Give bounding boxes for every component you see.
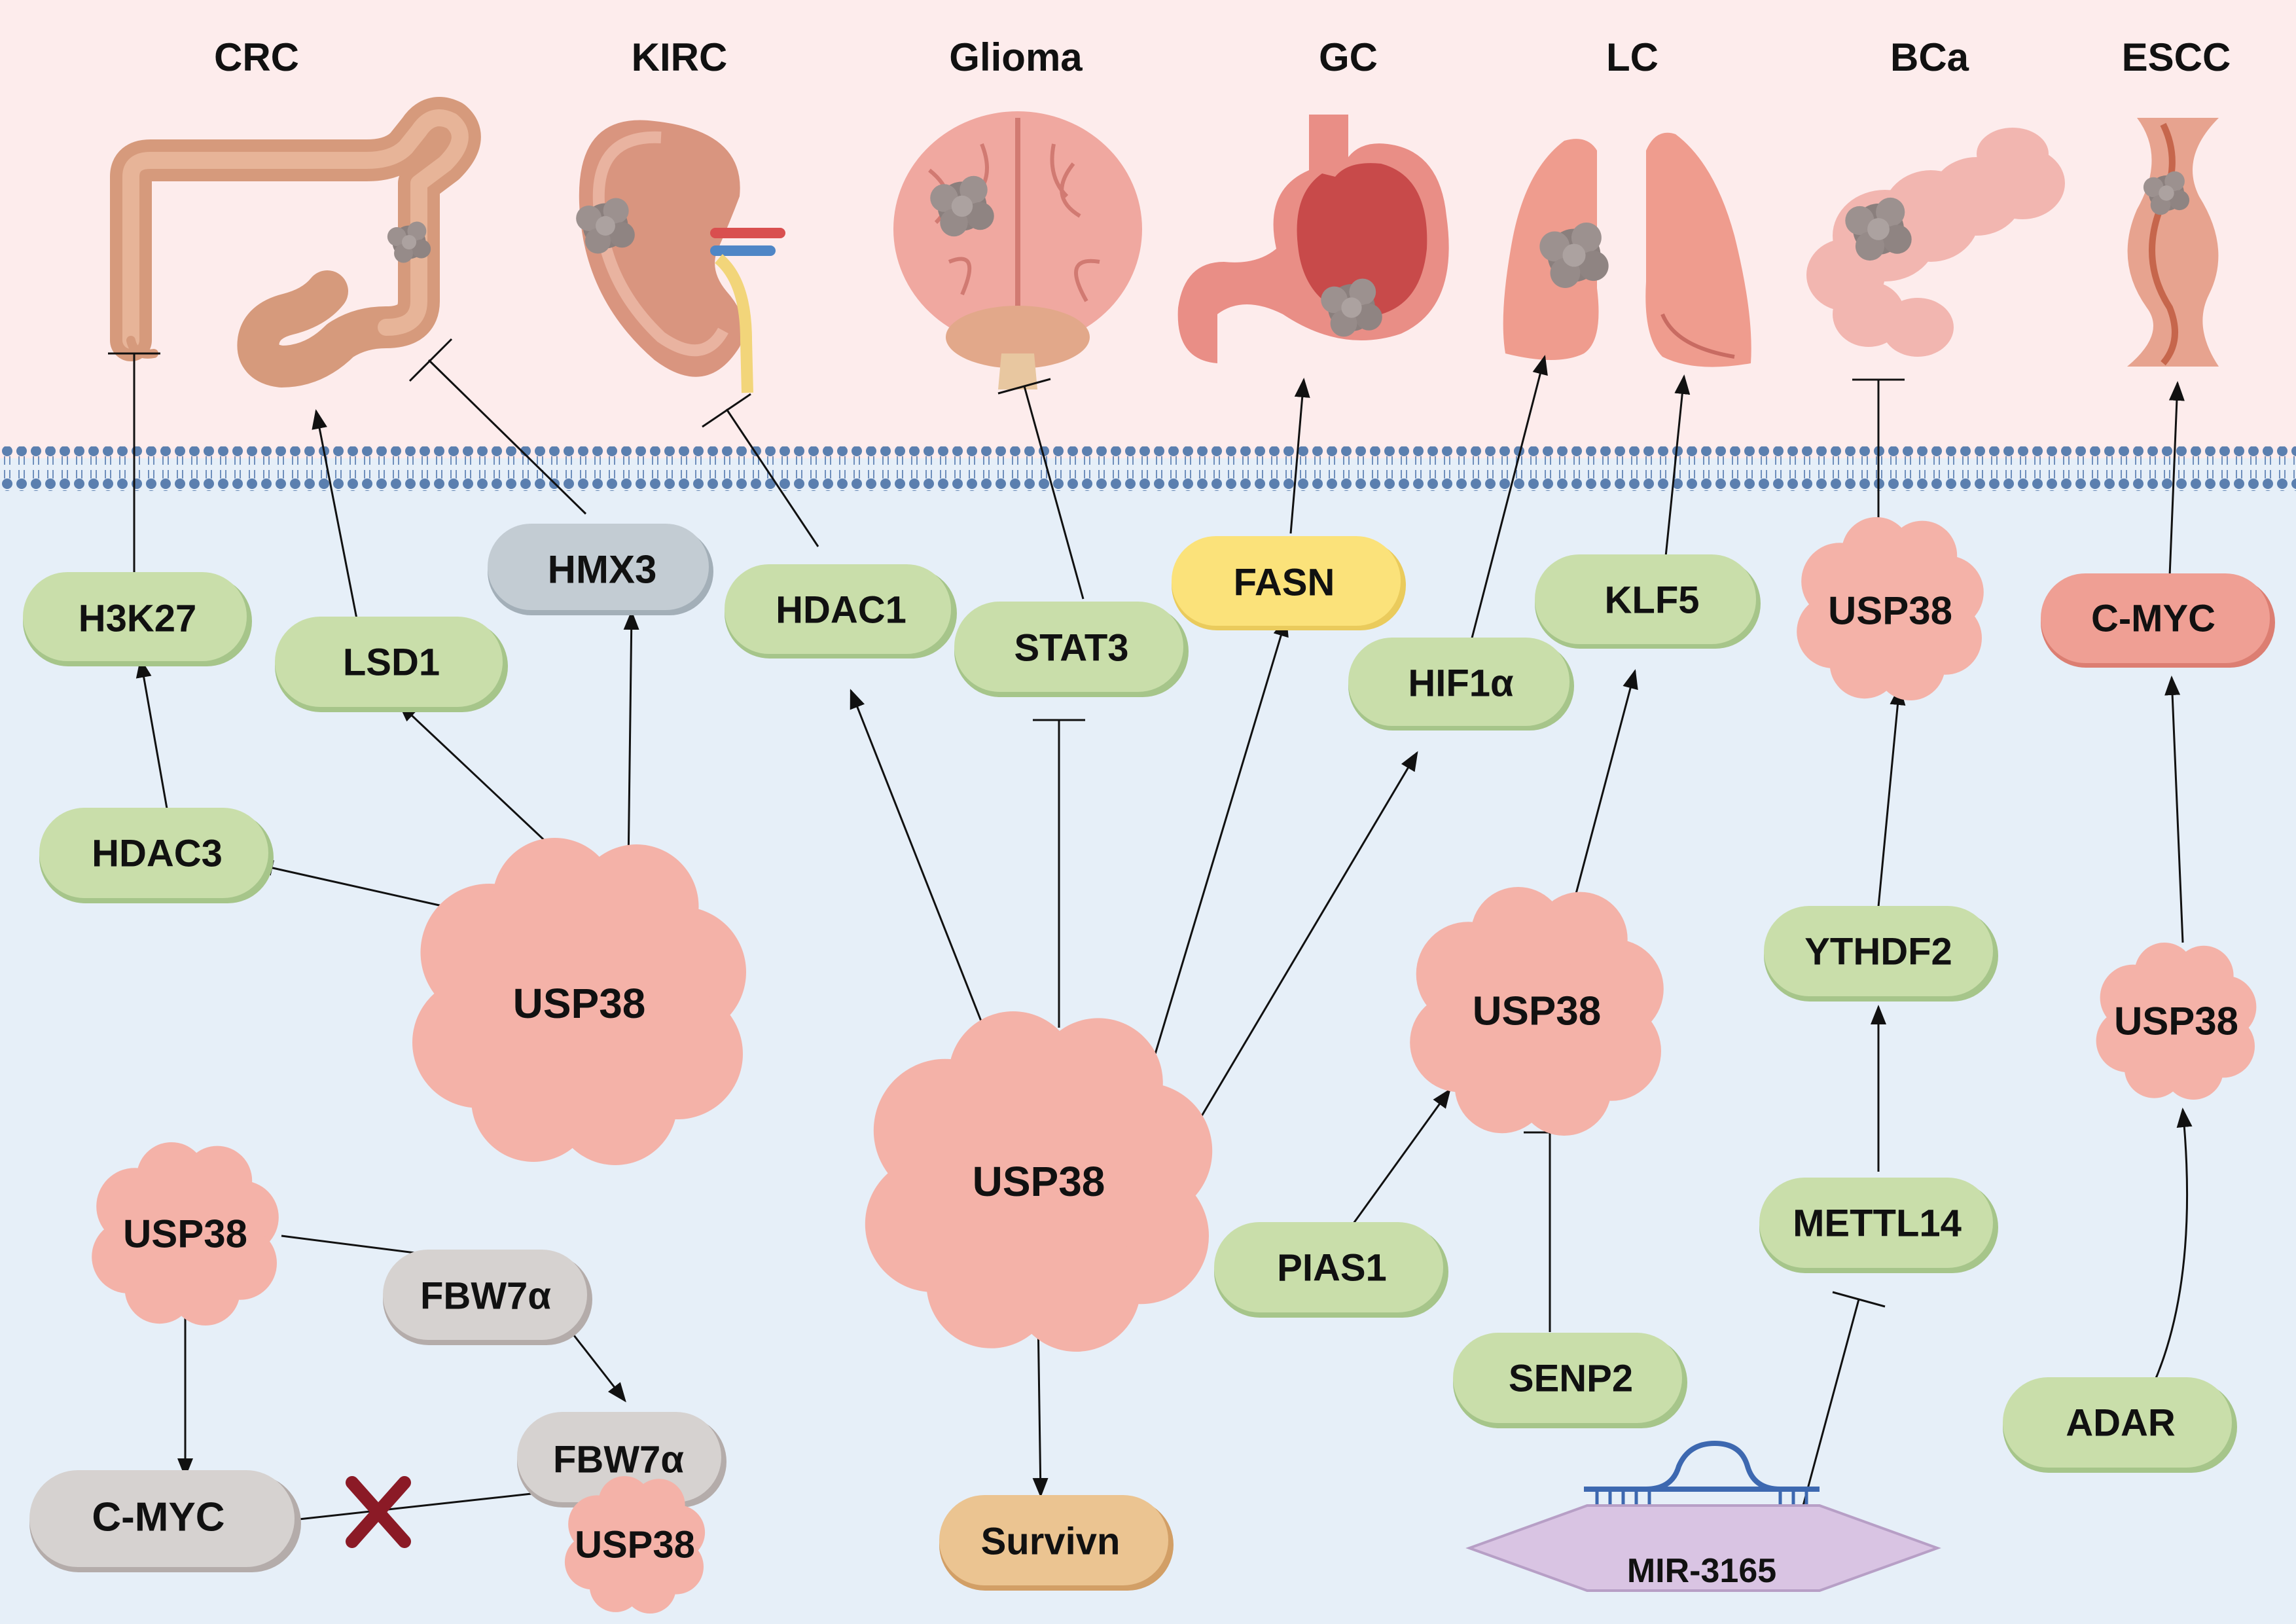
node-usp38-center[interactable]: USP38 [865, 1011, 1213, 1352]
inhibit-hdac1-kirc [725, 408, 819, 547]
node-label: ADAR [2066, 1402, 2176, 1445]
node-label: FASN [1234, 562, 1335, 604]
node-usp38-crc[interactable]: USP38 [412, 838, 746, 1165]
node-label: METTL14 [1793, 1202, 1962, 1245]
node-pias1[interactable]: PIAS1 [1214, 1222, 1448, 1318]
node-fbw7a-1[interactable]: FBW7α [383, 1250, 592, 1345]
node-label: HDAC1 [776, 589, 906, 632]
node-stat3[interactable]: STAT3 [954, 602, 1189, 697]
arrow-ythdf2-usp38 [1877, 685, 1906, 907]
node-hdac3[interactable]: HDAC3 [39, 808, 274, 903]
stomach-illustration [1177, 115, 1449, 363]
node-label: USP38 [1828, 589, 1952, 633]
node-cmyc-escc[interactable]: C-MYC [2041, 573, 2275, 668]
inhibit-stat3-glioma [1023, 386, 1085, 600]
node-lsd1[interactable]: LSD1 [275, 617, 508, 712]
node-ythdf2[interactable]: YTHDF2 [1764, 906, 1998, 1001]
node-cmyc-bottom[interactable]: C-MYC [29, 1470, 301, 1572]
bca-tissue-illustration [1806, 128, 2065, 357]
node-fasn[interactable]: FASN [1172, 536, 1406, 630]
node-label: USP38 [123, 1212, 247, 1256]
tbar-hdac1 [702, 393, 751, 428]
node-label: FBW7α [553, 1439, 684, 1481]
arrow-fasn-gc [1289, 378, 1310, 534]
esophagus-illustration [2127, 118, 2219, 367]
kidney-illustration [576, 120, 785, 393]
node-usp38-bca[interactable]: USP38 [1797, 517, 1984, 700]
cell-membrane [0, 446, 2296, 491]
blocked-cross-icon [346, 1476, 411, 1548]
arrow-usp38-hif1a [1196, 751, 1418, 1123]
node-survivn[interactable]: Survivn [939, 1495, 1174, 1591]
node-label: C-MYC [2091, 598, 2215, 640]
node-label: Survivn [981, 1521, 1121, 1563]
arrow-cmyc-escc [2168, 381, 2185, 577]
arrow-fbw7a-complex [570, 1331, 626, 1403]
arrow-usp38-lsd1 [397, 702, 567, 862]
node-label: STAT3 [1014, 627, 1128, 670]
inhibit-hmx3-crc [427, 359, 587, 515]
organ-label-kirc: KIRC [632, 35, 728, 79]
arrow-adar-usp38 [2152, 1108, 2193, 1385]
node-label: HIF1α [1408, 662, 1514, 705]
node-adar[interactable]: ADAR [2003, 1377, 2237, 1473]
node-mettl14[interactable]: METTL14 [1759, 1178, 1998, 1273]
arrow-klf5-lc [1664, 374, 1691, 557]
node-label: USP38 [1473, 989, 1601, 1034]
arrow-usp38-hmx3 [623, 610, 639, 868]
arrow-complex-cmyc [273, 1491, 544, 1528]
node-label: LSD1 [343, 641, 440, 684]
organ-label-lc: LC [1606, 35, 1659, 79]
node-label: SENP2 [1509, 1358, 1633, 1400]
tbar-stat3-glioma [997, 378, 1051, 395]
node-label: FBW7α [420, 1275, 551, 1318]
node-label: KLF5 [1605, 579, 1700, 622]
node-label: YTHDF2 [1804, 931, 1952, 973]
arrow-usp38-hdac3 [253, 860, 446, 908]
node-h3k27[interactable]: H3K27 [23, 572, 252, 666]
node-hdac1[interactable]: HDAC1 [725, 564, 957, 659]
node-label: HMX3 [548, 548, 657, 592]
node-usp38-complex[interactable]: USP38 [564, 1476, 706, 1614]
brain-illustration [893, 111, 1142, 389]
tbar-hmx3 [408, 338, 453, 382]
node-usp38-escc[interactable]: USP38 [2096, 943, 2257, 1100]
node-label: C-MYC [92, 1495, 224, 1540]
tbar-mir3165 [1832, 1291, 1886, 1308]
node-label: USP38 [575, 1524, 695, 1566]
arrow-hif1a-lc [1468, 355, 1548, 649]
node-label: H3K27 [79, 598, 197, 640]
node-label: MIR-3165 [1627, 1552, 1776, 1590]
arrow-lsd1-crc [312, 409, 358, 619]
node-label: PIAS1 [1277, 1247, 1387, 1290]
lungs-illustration [1503, 132, 1751, 367]
node-label: USP38 [513, 980, 646, 1027]
node-mir3165[interactable]: MIR-3165 [1465, 1440, 1941, 1592]
arrow-usp38-hdac1 [850, 689, 986, 1032]
arrow-usp38-fasn [1144, 617, 1289, 1087]
inhibit-mir3165-mettl14 [1802, 1299, 1860, 1506]
node-label: USP38 [2114, 1000, 2238, 1043]
node-usp38-bottom[interactable]: USP38 [92, 1142, 279, 1326]
node-label: HDAC3 [92, 833, 223, 875]
organ-label-glioma: Glioma [949, 35, 1083, 79]
organ-label-gc: GC [1319, 35, 1378, 79]
arrow-usp38-klf5 [1575, 669, 1638, 894]
organ-label-crc: CRC [214, 35, 299, 79]
node-usp38-lc[interactable]: USP38 [1410, 887, 1664, 1136]
arrow-usp38-cmyc [2164, 676, 2184, 943]
arrow-hdac3-h3k27 [135, 658, 168, 809]
node-label: USP38 [973, 1158, 1105, 1205]
node-hmx3[interactable]: HMX3 [488, 524, 713, 615]
node-klf5[interactable]: KLF5 [1535, 554, 1761, 649]
node-hif1a[interactable]: HIF1α [1348, 638, 1574, 731]
organ-label-bca: BCa [1890, 35, 1969, 79]
arrow-pias1-usp38 [1347, 1088, 1451, 1231]
node-senp2[interactable]: SENP2 [1453, 1333, 1687, 1428]
organ-label-escc: ESCC [2122, 35, 2231, 79]
